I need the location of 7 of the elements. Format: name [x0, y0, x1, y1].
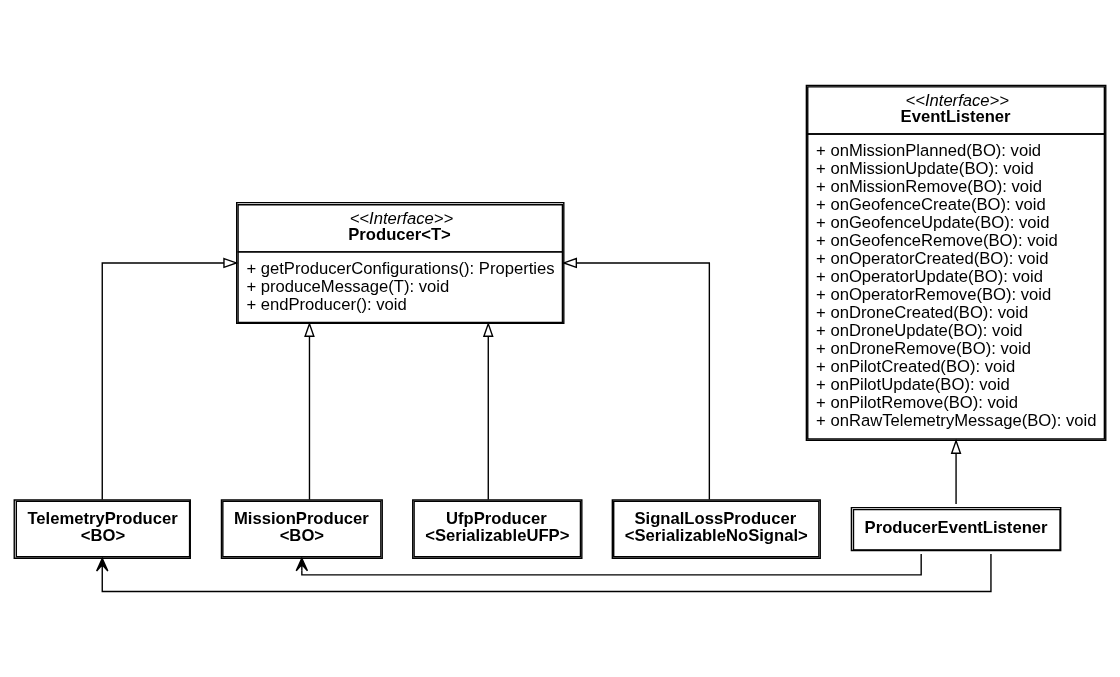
arrow [95, 553, 992, 593]
arrow [295, 553, 922, 576]
arrow [101, 257, 239, 501]
arrow [482, 321, 494, 501]
arrow [561, 257, 711, 501]
arrow [304, 321, 315, 501]
arrow [950, 438, 962, 505]
